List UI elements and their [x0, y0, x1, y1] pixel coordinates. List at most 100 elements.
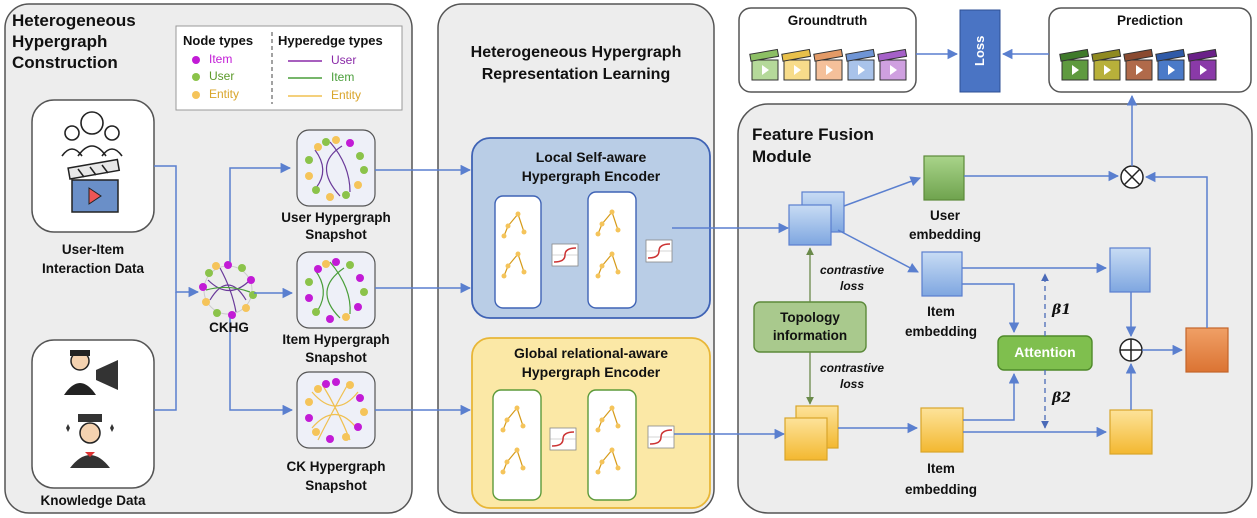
local-to-item-emb — [837, 229, 919, 273]
users-icon — [61, 111, 123, 157]
fusion-title: Feature Fusion Module — [752, 124, 874, 168]
beta1-label: β1 — [1052, 302, 1072, 318]
ck-snapshot-label: CK Hypergraph Snapshot — [266, 457, 406, 495]
legend-edge-item: Item — [331, 70, 355, 84]
plus-operator — [1119, 338, 1143, 362]
global-encoder-title-line2: Hypergraph Encoder — [521, 364, 661, 380]
user-item-label: User-Item Interaction Data — [22, 240, 164, 278]
global-layer-1 — [492, 389, 542, 501]
local-activation-2 — [645, 239, 673, 263]
ckhg-label: CKHG — [209, 320, 249, 335]
local-layer-2 — [587, 191, 637, 309]
legend-user-dot — [192, 73, 200, 81]
user-item-label-line1: User-Item — [61, 242, 125, 257]
local-to-user-emb — [843, 176, 921, 207]
representation-title-line1: Heterogeneous Hypergraph — [470, 44, 682, 61]
global-encoder-title: Global relational-aware Hypergraph Encod… — [472, 344, 710, 382]
fused-global-squares — [784, 405, 839, 461]
legend-node-user: User — [209, 69, 235, 83]
attention-label: Attention — [1014, 344, 1076, 360]
user-embedding-label-line1: User — [929, 208, 961, 223]
item-snapshot-label-line1: Item Hypergraph — [282, 332, 390, 347]
legend-node-entity: Entity — [209, 87, 240, 101]
loss-box — [959, 9, 1001, 93]
topology-label-line2: information — [772, 328, 848, 343]
legend-hyperedge-header: Hyperedge types — [278, 33, 383, 48]
user-embedding-label: User embedding — [900, 206, 990, 244]
construction-title: Heterogeneous Hypergraph Construction — [12, 10, 136, 73]
local-activation-1 — [551, 243, 579, 267]
legend-item-dot — [192, 56, 200, 64]
global-encoder-title-line1: Global relational-aware — [513, 345, 669, 361]
multiply-operator — [1120, 165, 1144, 189]
representation-title: Heterogeneous Hypergraph Representation … — [438, 42, 714, 86]
item-snapshot-graph — [296, 251, 376, 329]
contrastive-loss-2: contrastive loss — [814, 360, 890, 392]
contrastive-loss-2-line1: contrastive — [819, 361, 885, 375]
ck-snapshot-graph — [296, 371, 376, 449]
legend-node-item: Item — [209, 52, 233, 66]
item-embedding-label-line1: Item — [927, 304, 955, 319]
kd-to-ckhg-line — [154, 292, 177, 411]
item-embedding-label: Item embedding — [896, 302, 986, 342]
item-embedding2-label-line1: Item — [927, 461, 955, 476]
construction-title-line1: Heterogeneous — [12, 11, 136, 30]
orange-to-multiply — [1144, 171, 1208, 328]
prediction-clapperboards — [1059, 48, 1218, 81]
knowledge-label: Knowledge Data — [40, 493, 146, 508]
speaker-icon — [64, 350, 118, 395]
user-snapshot-graph — [296, 129, 376, 207]
clapperboard-icon — [67, 158, 121, 213]
fused-local-squares — [788, 191, 845, 246]
loss-label: Loss — [972, 35, 988, 66]
item-embedding2-label-line2: embedding — [904, 482, 977, 497]
weighted-blue-square — [1109, 247, 1151, 293]
user-snapshot-label-line1: User Hypergraph — [281, 210, 391, 225]
ckhg-to-user-snapshot — [229, 162, 292, 262]
ck-snapshot-label-line1: CK Hypergraph — [286, 459, 386, 474]
item-embedding-blue-square — [921, 251, 963, 297]
legend-entity-dot — [192, 91, 200, 99]
final-item-square — [1185, 327, 1229, 373]
item-snapshot-label-line2: Snapshot — [305, 350, 367, 365]
item-snapshot-label: Item Hypergraph Snapshot — [266, 331, 406, 367]
item-emb-yellow-to-attention — [963, 372, 1020, 421]
groundtruth-title: Groundtruth — [787, 13, 868, 28]
item-emb-blue-to-attention — [962, 283, 1020, 334]
topology-label-line1: Topology — [780, 310, 840, 325]
user-embedding-label-line2: embedding — [908, 227, 981, 242]
prediction-title: Prediction — [1116, 13, 1183, 28]
contrastive-loss-1: contrastive loss — [814, 262, 890, 294]
global-layer-2 — [587, 389, 637, 501]
legend-edge-entity: Entity — [331, 88, 362, 102]
local-encoder-title: Local Self-aware Hypergraph Encoder — [472, 148, 710, 186]
construction-title-line3: Construction — [12, 53, 118, 72]
ckhg-graph — [199, 261, 257, 319]
beta2-label: β2 — [1052, 390, 1072, 406]
representation-title-line2: Representation Learning — [481, 66, 671, 83]
fusion-title-line2: Module — [752, 147, 812, 166]
global-activation-1 — [549, 427, 577, 451]
local-layer-1 — [494, 195, 542, 309]
topology-label: Topology information — [754, 309, 866, 345]
groundtruth-clapperboards — [749, 48, 908, 81]
user-item-label-line2: Interaction Data — [41, 261, 145, 276]
ckhg-to-ck-snapshot — [229, 318, 294, 416]
local-encoder-title-line1: Local Self-aware — [535, 149, 647, 165]
user-embedding-square — [923, 155, 965, 201]
contrastive-loss-1-line2: loss — [839, 279, 864, 293]
contrastive-loss-2-line2: loss — [839, 377, 864, 391]
magician-icon — [66, 414, 114, 468]
legend-node-header: Node types — [183, 33, 254, 48]
legend-edge-user: User — [331, 53, 357, 67]
global-activation-2 — [647, 425, 675, 449]
item-embedding2-label: Item embedding — [896, 458, 986, 500]
fusion-title-line1: Feature Fusion — [752, 125, 874, 144]
construction-title-line2: Hypergraph — [12, 32, 108, 51]
user-snapshot-label: User Hypergraph Snapshot — [266, 209, 406, 243]
ck-snapshot-label-line2: Snapshot — [305, 478, 367, 493]
item-embedding-label-line2: embedding — [904, 324, 977, 339]
weighted-yellow-square — [1109, 409, 1153, 455]
item-embedding-yellow-square — [920, 407, 964, 453]
